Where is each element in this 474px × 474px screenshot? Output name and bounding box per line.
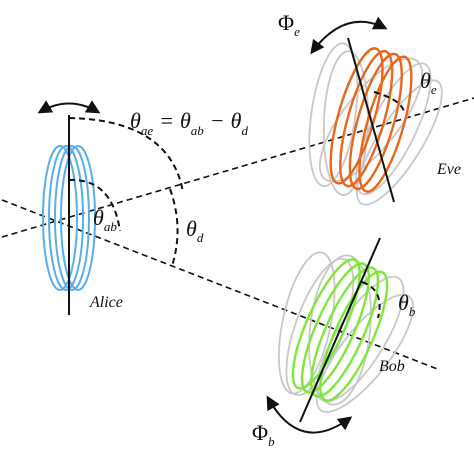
alice-bob-dashed-line	[1, 199, 441, 371]
theta-ab-eq-symbol: θ	[180, 108, 191, 133]
alice-ellipse	[60, 145, 96, 291]
phi-b-label: Φb	[252, 420, 275, 449]
alice-name-label: Alice	[89, 294, 123, 311]
theta-e-label: θe	[420, 68, 437, 97]
phi-e-label: Φe	[278, 10, 300, 39]
bob-axis-line	[299, 237, 381, 423]
bob-ellipse	[291, 258, 361, 390]
theta-d-eq-symbol: θ	[231, 108, 242, 133]
bob-polarizer	[278, 237, 415, 423]
alice-polarizer	[42, 115, 96, 315]
theta-d-arc	[169, 188, 179, 267]
eve-ghost-ellipse	[318, 57, 424, 183]
eve-rotation-arrow	[310, 16, 388, 55]
theta-d-label: θd	[186, 216, 204, 245]
alice-ellipse	[42, 145, 78, 291]
eve-ellipse	[348, 52, 403, 191]
eve-name-label: Eve	[436, 161, 461, 178]
theta-ab-eq-subscript: ab	[191, 123, 205, 138]
theta-ab-label: θab	[93, 205, 117, 234]
theta-ae-arc	[68, 117, 184, 193]
bob-name-label: Bob	[379, 358, 405, 375]
bob-ellipse	[300, 262, 370, 394]
equals-sign: =	[159, 108, 174, 133]
alice-ellipse	[54, 145, 90, 291]
theta-ae-symbol: θ	[130, 108, 141, 133]
eve-ellipse	[358, 55, 413, 193]
minus-sign: −	[210, 108, 225, 133]
eve-polarizer	[308, 37, 443, 206]
theta-ab-arc	[68, 178, 121, 232]
alice-rotation-arrow	[37, 100, 101, 114]
bob-rotation-arrow	[266, 395, 353, 434]
eve-ellipse	[339, 49, 394, 188]
theta-b-arc	[361, 281, 381, 319]
eve-axis-line	[347, 37, 395, 203]
theta-b-label: θb	[398, 290, 416, 319]
alice-ellipse	[48, 145, 84, 291]
theta-e-arc	[373, 91, 405, 113]
theta-d-eq-subscript: d	[241, 123, 248, 138]
equation-label: θae=θab−θd	[130, 108, 248, 138]
theta-ae-subscript: ae	[141, 123, 154, 138]
